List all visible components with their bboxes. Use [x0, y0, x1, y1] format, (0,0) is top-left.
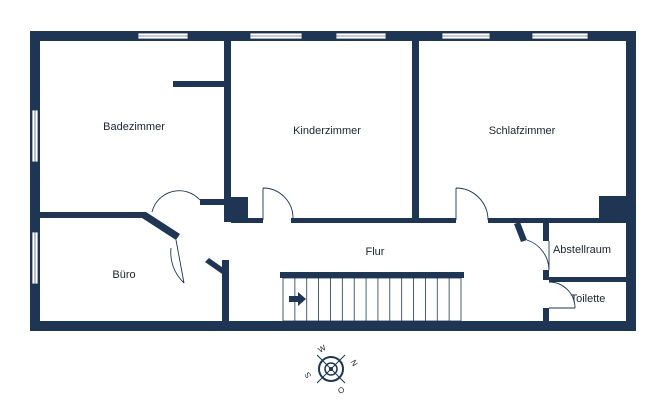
door-bad [151, 190, 201, 213]
stair-outline [282, 277, 462, 322]
door-abstell [526, 239, 550, 271]
wall-bad-buero [40, 212, 146, 218]
wall-stub-bad [173, 81, 224, 87]
walls [30, 31, 636, 331]
outer-wall-bottom [30, 321, 636, 331]
windows [31, 32, 589, 285]
door-toilette [548, 281, 576, 309]
wall-toilet-left-bottom [543, 308, 549, 321]
wall-diag-buero [142, 212, 180, 240]
door-schlaf [455, 187, 489, 221]
wall-diag-door-stub [205, 258, 229, 276]
wall-kinder-schlaf [412, 41, 419, 222]
room-flur: Flur [365, 246, 385, 258]
wall-stub-door [200, 199, 224, 205]
wall-abstell-left-top [543, 223, 549, 241]
room-abstellraum: Abstellraum [552, 244, 612, 256]
wall-diag-abstell [514, 222, 527, 242]
wall-kinder-bottom-a [231, 218, 263, 223]
wall-abstell-toilet [549, 277, 626, 282]
wall-pillar-left [224, 197, 248, 222]
outer-wall-left [30, 31, 40, 331]
window-sashes [34, 35, 588, 284]
wall-bad-kinder [224, 41, 231, 222]
stair-steps [294, 278, 450, 321]
stair-top-edge [280, 272, 464, 278]
wall-buero-flur [222, 260, 229, 321]
room-buero: Büro [112, 269, 136, 281]
staircase [282, 277, 462, 322]
room-schlafzimmer: Schlafzimmer [488, 125, 556, 137]
wall-abstell-left-mid [543, 270, 549, 280]
wall-schlaf-bottom [488, 218, 626, 223]
wall-flur-top [291, 218, 456, 223]
door-swings [151, 187, 576, 309]
room-toilette: Toilette [570, 293, 606, 305]
door-buero [170, 239, 185, 284]
door-kinder [262, 187, 294, 220]
outer-wall-right [626, 31, 636, 331]
compass-icon [316, 354, 346, 384]
room-kinderzimmer: Kinderzimmer [293, 125, 361, 137]
room-badezimmer: Badezimmer [103, 121, 165, 133]
wall-pillar-right [599, 196, 626, 222]
stair-direction-arrow [289, 292, 306, 306]
outer-wall-top [30, 31, 636, 41]
